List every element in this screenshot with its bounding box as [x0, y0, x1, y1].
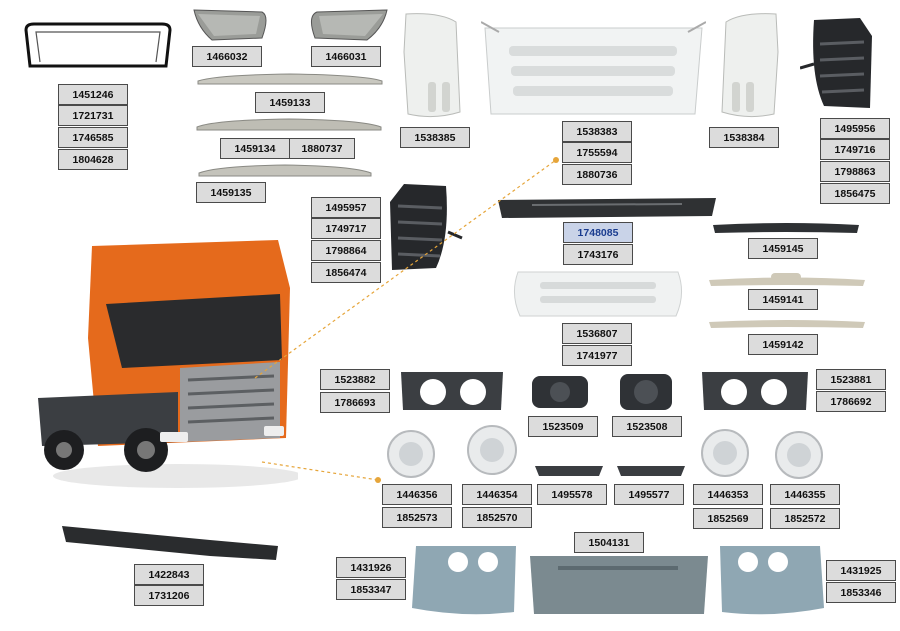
part-number-label: 1731206 [134, 585, 204, 606]
part-number-label: 1466031 [311, 46, 381, 67]
part-number-label: 1459142 [748, 334, 818, 355]
part-number-label: 1852569 [693, 508, 763, 529]
sun-visor-right-part [305, 8, 389, 42]
part-number-label: 1749717 [311, 218, 381, 239]
part-number-label: 1431925 [826, 560, 896, 581]
trim-strip-2-part [195, 117, 383, 131]
truck-image [28, 228, 298, 490]
part-number-label: 1852572 [770, 508, 840, 529]
part-number-label: 1749716 [820, 139, 890, 160]
trim-strip-1-part [196, 72, 384, 86]
part-number-label: 1523508 [612, 416, 682, 437]
part-number-label: 1495578 [537, 484, 607, 505]
fog-lamp-1-part [383, 428, 439, 480]
lamp-cover-right-part [618, 372, 674, 412]
part-number-label: 1446353 [693, 484, 763, 505]
lamp-bracket-left-part [397, 368, 507, 414]
corner-panel-right-part [720, 12, 782, 122]
part-number-label: 1746585 [58, 127, 128, 148]
corner-panel-left-part [400, 12, 462, 122]
part-number-label: 1853346 [826, 582, 896, 603]
beige-strip-top-part [707, 270, 867, 288]
part-number-label: 1538384 [709, 127, 779, 148]
part-number-label: 1495577 [614, 484, 684, 505]
part-number-label: 1523881 [816, 369, 886, 390]
windshield-frame-part [22, 20, 174, 72]
lower-bumper-bar-part [60, 522, 280, 564]
part-number-label: 1446354 [462, 484, 532, 505]
beige-strip-bottom-part [707, 318, 867, 330]
part-number-label: 1798864 [311, 240, 381, 261]
part-number-label: 1466032 [192, 46, 262, 67]
part-number-label: 1459145 [748, 238, 818, 259]
part-number-label: 1880737 [289, 138, 355, 159]
part-number-label: 1536807 [562, 323, 632, 344]
part-number-label: 1431926 [336, 557, 406, 578]
part-number-label: 1523882 [320, 369, 390, 390]
lamp-bracket-right-part [698, 368, 812, 414]
part-number-label: 1538385 [400, 127, 470, 148]
air-deflector-left-part [386, 182, 466, 274]
lamp-cover-left-part [530, 374, 590, 410]
part-number-label: 1721731 [58, 105, 128, 126]
lower-grille-part [510, 270, 686, 318]
part-number-label: 1798863 [820, 161, 890, 182]
fog-lamp-2-part [462, 422, 522, 478]
part-number-label: 1880736 [562, 164, 632, 185]
part-number-label: 1459141 [748, 289, 818, 310]
fog-lamp-4-part [768, 428, 830, 482]
part-number-label: 1786693 [320, 392, 390, 413]
part-number-label: 1743176 [563, 244, 633, 265]
part-number-label: 1504131 [574, 532, 644, 553]
part-number-label: 1495957 [311, 197, 381, 218]
trim-strip-3-part [197, 163, 373, 177]
part-number-label-highlighted: 1748085 [563, 222, 633, 243]
air-deflector-right-part [800, 16, 876, 112]
part-number-label: 1446355 [770, 484, 840, 505]
part-number-label: 1741977 [562, 345, 632, 366]
part-number-label: 1451246 [58, 84, 128, 105]
part-number-label: 1459134 [220, 138, 290, 159]
part-number-label: 1804628 [58, 149, 128, 170]
sun-visor-left-part [192, 8, 270, 42]
fog-lamp-3-part [697, 426, 753, 480]
part-number-label: 1495956 [820, 118, 890, 139]
part-number-label: 1856474 [311, 262, 381, 283]
part-number-label: 1852570 [462, 507, 532, 528]
bumper-left-part [408, 542, 520, 618]
part-number-label: 1856475 [820, 183, 890, 204]
part-number-label: 1446356 [382, 484, 452, 505]
part-number-label: 1459133 [255, 92, 325, 113]
small-trim-right-part [615, 462, 687, 478]
bumper-center-part [528, 552, 710, 620]
part-number-label: 1852573 [382, 507, 452, 528]
black-strip-part [711, 221, 861, 235]
bumper-right-part [716, 542, 828, 618]
part-number-label: 1459135 [196, 182, 266, 203]
part-number-label: 1523509 [528, 416, 598, 437]
bumper-bar-part [496, 196, 718, 220]
small-trim-left-part [533, 462, 605, 478]
part-number-label: 1853347 [336, 579, 406, 600]
front-grille-part [481, 20, 706, 120]
part-number-label: 1538383 [562, 121, 632, 142]
part-number-label: 1786692 [816, 391, 886, 412]
part-number-label: 1755594 [562, 142, 632, 163]
part-number-label: 1422843 [134, 564, 204, 585]
